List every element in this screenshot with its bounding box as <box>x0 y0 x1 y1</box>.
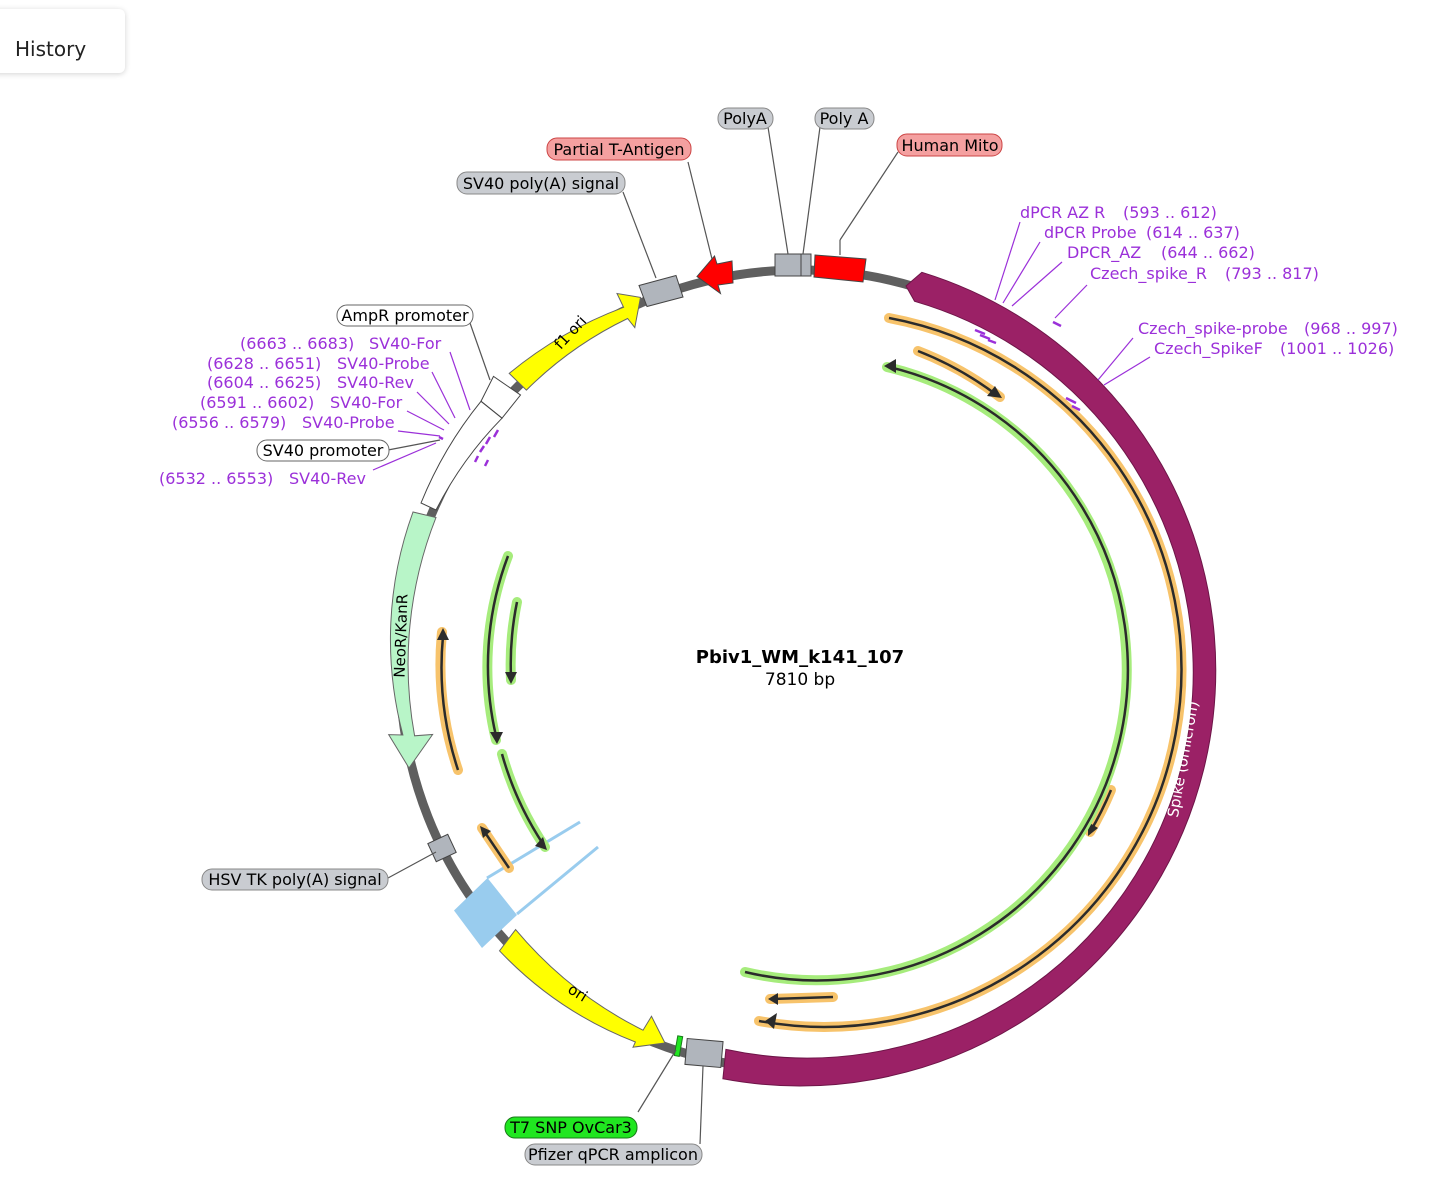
callout-polyA-text: PolyA <box>723 109 767 128</box>
feature-pfizer[interactable] <box>684 1037 724 1069</box>
feature-ori[interactable] <box>498 928 666 1048</box>
callout-pfizer-text: Pfizer qPCR amplicon <box>528 1145 698 1164</box>
callout-hsv-tk[interactable]: HSV TK poly(A) signal <box>201 868 389 891</box>
feature-spike[interactable] <box>722 271 1217 1087</box>
primer-right-5-range: (1001 .. 1026) <box>1280 339 1394 358</box>
primer-right-1-range: (614 .. 637) <box>1146 223 1240 242</box>
callout-pfizer[interactable]: Pfizer qPCR amplicon <box>524 1143 703 1166</box>
callout-ampr-promoter-text: AmpR promoter <box>341 306 469 325</box>
primer-left-5-range: (6532 .. 6553) <box>159 469 273 488</box>
primer-right-3-range: (793 .. 817) <box>1225 264 1319 283</box>
label-neo: NeoR/KanR <box>391 594 412 678</box>
primer-ticks <box>438 320 1081 467</box>
primer-left-2-name[interactable]: SV40-Rev <box>337 373 414 392</box>
callout-human-mito-text: Human Mito <box>901 136 998 155</box>
callout-sv40-promoter-text: SV40 promoter <box>263 441 384 460</box>
feature-sv40-promoter[interactable] <box>420 400 503 511</box>
primer-callout-lines <box>372 221 1151 471</box>
callout-sv40-polya-text: SV40 poly(A) signal <box>463 174 619 193</box>
primer-left-5-name[interactable]: SV40-Rev <box>289 469 366 488</box>
selection-line-2 <box>516 845 599 916</box>
plasmid-length: 7810 bp <box>765 670 835 690</box>
view-tabs: s History <box>0 9 125 73</box>
callout-poly-a[interactable]: Poly A <box>814 107 875 130</box>
callout-t7-snp-text: T7 SNP OvCar3 <box>509 1118 632 1137</box>
orf-arcs-green <box>482 359 1132 986</box>
primer-labels-left: (6663 .. 6683) SV40-For (6628 .. 6651) S… <box>159 334 442 488</box>
primer-left-4-range: (6556 .. 6579) <box>172 413 286 432</box>
primer-left-0-name[interactable]: SV40-For <box>369 334 442 353</box>
primer-right-2-name[interactable]: DPCR_AZ <box>1067 243 1141 263</box>
feature-partial-t-antigen[interactable] <box>696 254 734 295</box>
callout-sv40-polya[interactable]: SV40 poly(A) signal <box>456 171 626 195</box>
callout-hsv-tk-text: HSV TK poly(A) signal <box>208 870 381 889</box>
feature-hsv-tk[interactable] <box>427 833 457 863</box>
feature-polyA[interactable] <box>774 253 802 277</box>
callout-human-mito[interactable]: Human Mito <box>896 133 1003 157</box>
primer-left-2-range: (6604 .. 6625) <box>207 373 321 392</box>
callout-partial-t-antigen-text: Partial T-Antigen <box>553 140 684 159</box>
callout-polyA[interactable]: PolyA <box>717 107 774 130</box>
primer-left-1-name[interactable]: SV40-Probe <box>337 354 430 373</box>
tab-history[interactable]: History <box>15 37 87 61</box>
primer-right-3-name[interactable]: Czech_spike_R <box>1090 264 1207 284</box>
orf-arcs-orange <box>435 313 1187 1032</box>
primer-left-3-name[interactable]: SV40-For <box>330 393 403 412</box>
primer-labels-right: dPCR AZ R (593 .. 612) dPCR Probe (614 .… <box>1020 203 1398 359</box>
primer-left-0-range: (6663 .. 6683) <box>240 334 354 353</box>
callout-lines <box>387 126 899 1145</box>
primer-right-5-name[interactable]: Czech_SpikeF <box>1154 339 1263 359</box>
feature-poly-a[interactable] <box>800 253 812 277</box>
primer-left-1-range: (6628 .. 6651) <box>207 354 321 373</box>
feature-neo[interactable] <box>387 511 437 769</box>
feature-t7-snp[interactable] <box>673 1035 684 1057</box>
callout-ampr-promoter[interactable]: AmpR promoter <box>336 304 474 327</box>
plasmid-name: Pbiv1_WM_k141_107 <box>696 647 904 668</box>
callout-sv40-promoter[interactable]: SV40 promoter <box>256 439 390 462</box>
selection-highlight <box>454 878 517 948</box>
feature-f1-ori[interactable] <box>508 292 642 391</box>
callout-t7-snp[interactable]: T7 SNP OvCar3 <box>504 1116 638 1139</box>
primer-left-4-name[interactable]: SV40-Probe <box>302 413 395 432</box>
primer-right-4-name[interactable]: Czech_spike-probe <box>1138 319 1288 339</box>
primer-right-2-range: (644 .. 662) <box>1161 243 1255 262</box>
selection-line-1 <box>486 820 581 880</box>
primer-right-1-name[interactable]: dPCR Probe <box>1044 223 1137 242</box>
primer-right-4-range: (968 .. 997) <box>1304 319 1398 338</box>
feature-human-mito[interactable] <box>813 254 867 283</box>
primer-right-0-range: (593 .. 612) <box>1123 203 1217 222</box>
callout-partial-t-antigen[interactable]: Partial T-Antigen <box>546 137 692 161</box>
feature-sv40-polya[interactable] <box>638 274 684 308</box>
primer-right-0-name[interactable]: dPCR AZ R <box>1020 203 1105 222</box>
primer-left-3-range: (6591 .. 6602) <box>200 393 314 412</box>
callout-poly-a-text: Poly A <box>820 109 869 128</box>
